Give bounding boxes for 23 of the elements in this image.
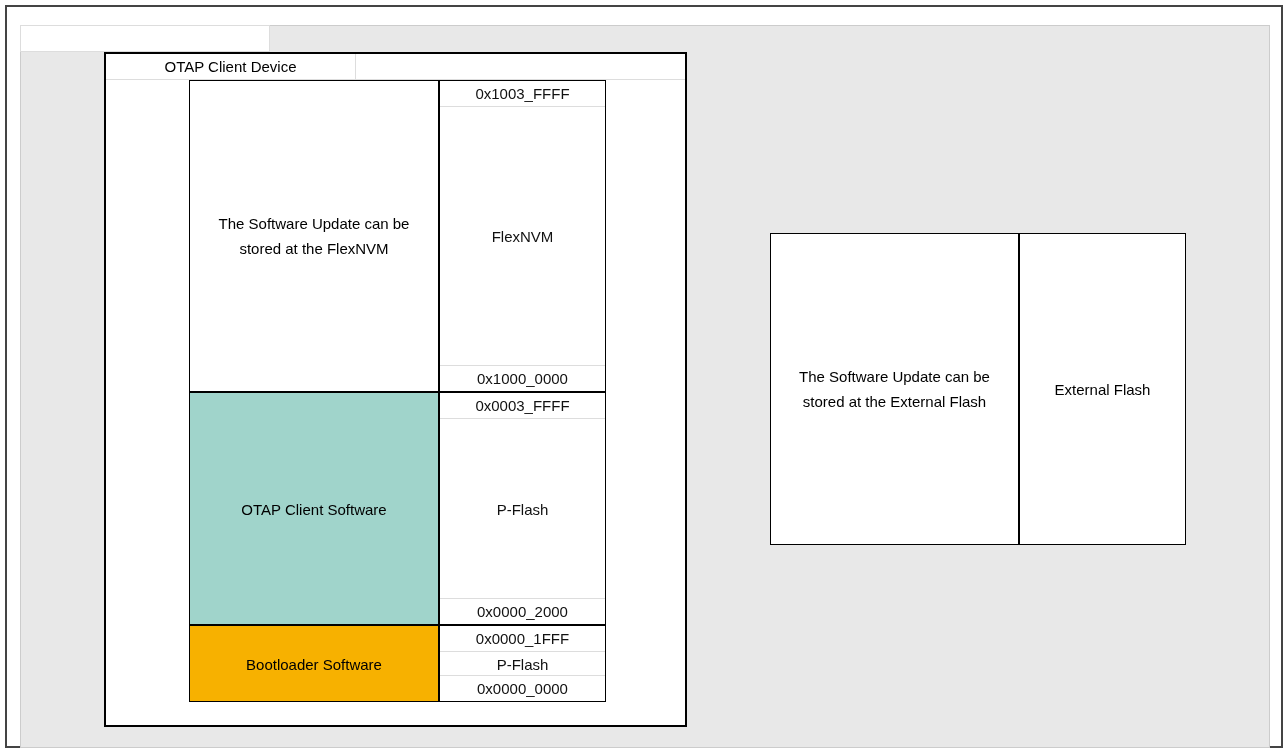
address-label: 0x0000_0000 bbox=[440, 675, 605, 701]
memory-region bbox=[189, 80, 439, 392]
device-box bbox=[104, 52, 687, 727]
memory-map-column bbox=[439, 625, 606, 702]
memory-region bbox=[1019, 233, 1186, 545]
address-label: 0x0000_2000 bbox=[440, 598, 605, 624]
memory-region bbox=[189, 625, 439, 702]
memory-region bbox=[189, 392, 439, 625]
region-label: The Software Update can be stored at the External Flash bbox=[798, 367, 991, 412]
region-label: External Flash bbox=[1053, 379, 1152, 400]
address-label: 0x0003_FFFF bbox=[440, 393, 605, 419]
memory-map-column bbox=[439, 392, 606, 625]
memory-type-label: P-Flash bbox=[495, 654, 550, 674]
memory-type-label: P-Flash bbox=[495, 499, 550, 519]
address-label: 0x1000_0000 bbox=[440, 365, 605, 391]
address-label: 0x1003_FFFF bbox=[440, 81, 605, 107]
memory-type-label: FlexNVM bbox=[490, 226, 555, 247]
memory-region bbox=[770, 233, 1019, 545]
region-label: OTAP Client Software bbox=[240, 499, 388, 519]
address-label: 0x0000_1FFF bbox=[440, 626, 605, 652]
region-label: Bootloader Software bbox=[245, 654, 383, 674]
region-label: The Software Update can be stored at the FlexNVM bbox=[217, 214, 411, 259]
memory-map-column bbox=[439, 80, 606, 392]
